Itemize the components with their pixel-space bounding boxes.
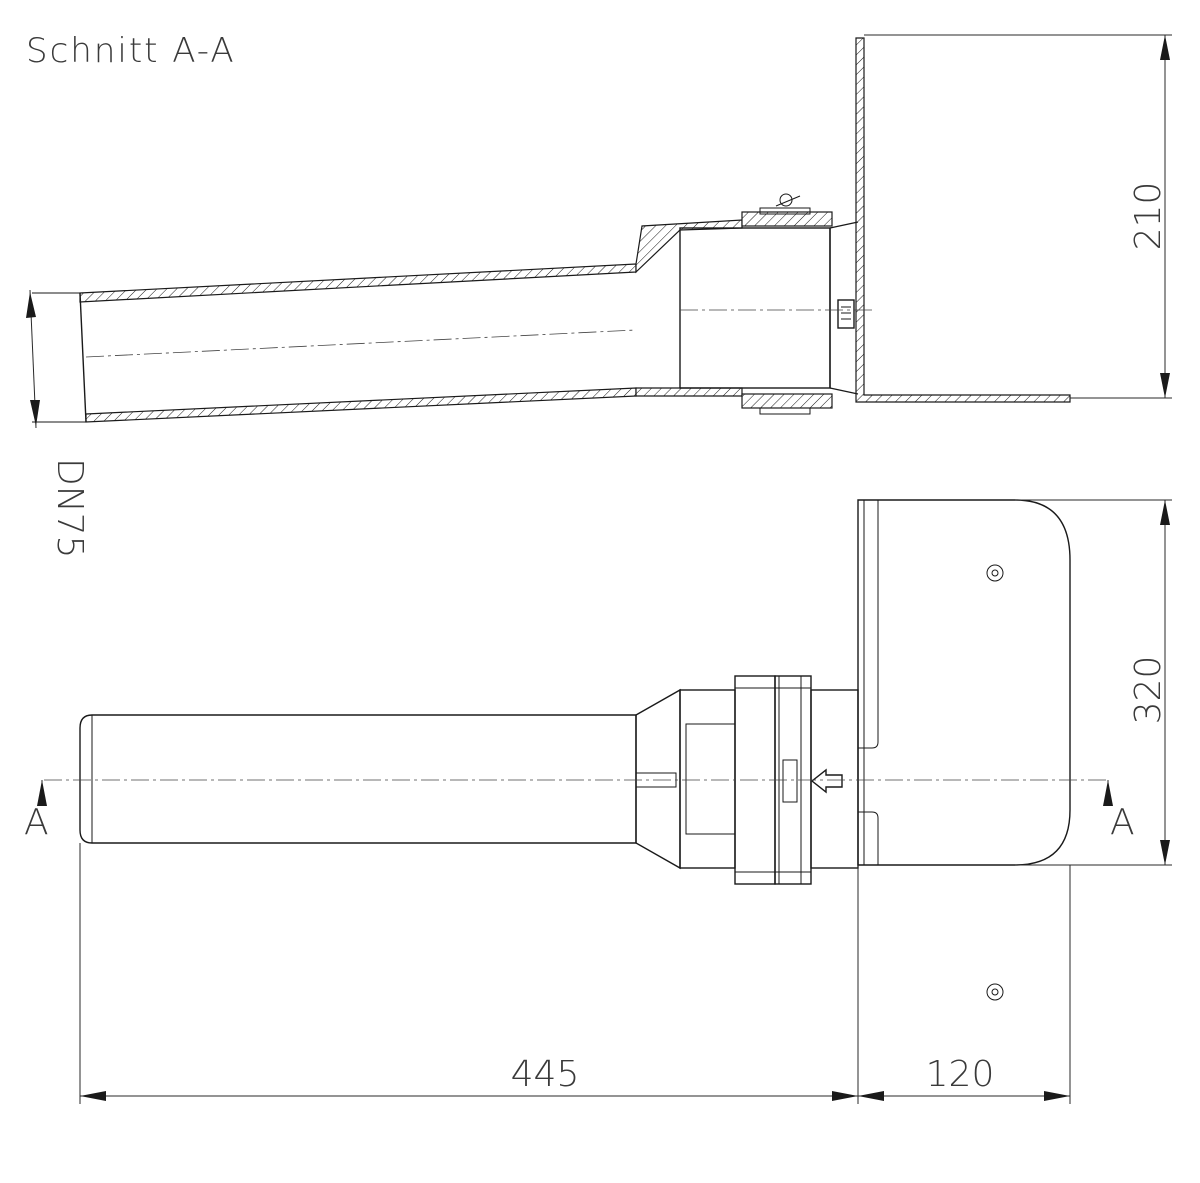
- screw-hole-bottom: [986, 983, 1004, 1001]
- reducer-lower: [635, 387, 743, 397]
- pipe-upper-wall: [79, 263, 637, 303]
- reducer: [635, 688, 681, 870]
- screw-hole-top: [986, 564, 1004, 582]
- straight-pipe: [79, 714, 637, 844]
- dim-height-320: 320: [1015, 499, 1172, 866]
- dim-210-label: 210: [1128, 182, 1169, 251]
- dim-height-210: 210: [864, 34, 1172, 399]
- section-marker-left-label: A: [24, 802, 49, 843]
- latch: [837, 299, 855, 329]
- wall-flange: [855, 37, 1071, 403]
- dim-diameter-dn75: DN75: [26, 289, 90, 558]
- dim-320-label: 320: [1128, 656, 1169, 725]
- clamp-ring-top: [741, 193, 833, 227]
- socket-body: [679, 227, 831, 389]
- dim-445-label: 445: [511, 1054, 580, 1095]
- dim-120-label: 120: [926, 1054, 995, 1095]
- section-view: 210 DN75: [26, 34, 1172, 558]
- section-marker-left: A: [24, 780, 49, 843]
- flow-arrow-icon: [810, 768, 843, 794]
- plan-view: A A 320 445 120: [24, 499, 1172, 1104]
- clamp-ring-bottom: [741, 393, 833, 415]
- dim-length: 445 120: [79, 843, 1071, 1104]
- dim-dn75-label: DN75: [49, 458, 90, 558]
- section-marker-right: A: [1103, 780, 1135, 843]
- pipe-lower-wall: [85, 387, 637, 423]
- socket: [679, 689, 736, 869]
- section-marker-right-label: A: [1110, 802, 1135, 843]
- section-title: Schnitt A-A: [26, 31, 236, 71]
- flange-plate: [857, 499, 1071, 866]
